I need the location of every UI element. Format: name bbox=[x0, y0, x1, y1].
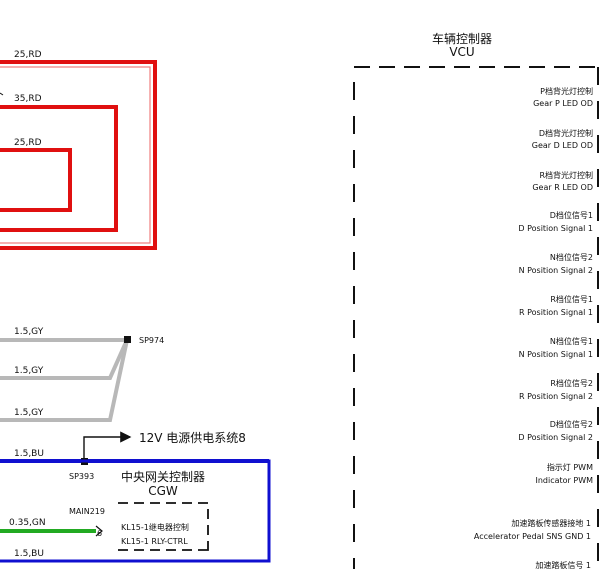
cgw-pin-label-cn: KL15-1继电器控制 bbox=[121, 522, 189, 532]
pin-6-symbol bbox=[95, 525, 103, 537]
vcu-pin-5-cn: N档位信号2 bbox=[550, 252, 593, 262]
vcu-pin-9-cn: D档位信号2 bbox=[550, 419, 593, 429]
red-wire-label-2: 35,RD bbox=[14, 94, 42, 104]
vcu-pin-6-en: R Position Signal 1 bbox=[519, 308, 593, 317]
vcu-pin-11-en: Accelerator Pedal SNS GND 1 bbox=[474, 532, 591, 541]
vcu-pin-7-en: N Position Signal 1 bbox=[519, 350, 593, 359]
cgw-pin-label-en: KL15-1 RLY-CTRL bbox=[121, 537, 188, 546]
red-wire-label-3: 25,RD bbox=[14, 138, 42, 148]
green-wire-label: 0.35,GN bbox=[9, 518, 46, 528]
red-wire-outer-inner-edge bbox=[0, 66, 151, 244]
cgw-connector-bracket bbox=[118, 502, 209, 551]
vcu-pin-4-cn: D档位信号1 bbox=[550, 210, 593, 220]
vcu-pin-12-cn: 加速踏板信号 1 bbox=[535, 560, 591, 569]
gray-wire-group bbox=[0, 338, 129, 422]
vcu-pin-7-cn: N档位信号1 bbox=[550, 336, 593, 346]
vcu-pin-1-en: Gear P LED OD bbox=[533, 99, 593, 108]
splice-sp974-dot bbox=[124, 336, 131, 343]
vcu-pin-10-en: Indicator PWM bbox=[535, 476, 593, 485]
splice-sp393-label: SP393 bbox=[69, 472, 94, 481]
vcu-pin-11-cn: 加速踏板传感器接地 1 bbox=[511, 518, 591, 528]
vcu-pin-3-en: Gear R LED OD bbox=[532, 183, 593, 192]
gray-wire-label-1: 1.5,GY bbox=[14, 327, 44, 337]
red-wire-inner bbox=[0, 148, 72, 212]
red-wire-label-1: 25,RD bbox=[14, 50, 42, 60]
red-wire-outer bbox=[0, 60, 157, 250]
vcu-pin-4-en: D Position Signal 1 bbox=[518, 224, 593, 233]
vcu-pin-8-en: R Position Signal 2 bbox=[519, 392, 593, 401]
vcu-pin-3-cn: R档背光灯控制 bbox=[539, 170, 593, 180]
gray-wire-label-3: 1.5,GY bbox=[14, 408, 44, 418]
blue-wire-bottom-label: 1.5,BU bbox=[14, 549, 44, 559]
blue-wire-top-label: 1.5,BU bbox=[14, 449, 44, 459]
vcu-pin-2-cn: D档背光灯控制 bbox=[539, 128, 593, 138]
gray-wire-2 bbox=[0, 339, 129, 380]
vcu-pin-9-en: D Position Signal 2 bbox=[518, 433, 593, 442]
red-wire-stub-mark bbox=[0, 92, 4, 96]
cgw-title-cn: 中央网关控制器 bbox=[121, 469, 205, 484]
power-supply-label: 12V 电源供电系统8 bbox=[139, 431, 246, 445]
vcu-pin-6-cn: R档位信号1 bbox=[550, 294, 593, 304]
gray-wire-label-2: 1.5,GY bbox=[14, 366, 44, 376]
red-wire-middle bbox=[0, 105, 118, 232]
splice-sp974-label: SP974 bbox=[139, 336, 164, 345]
vcu-pin-1-cn: P档背光灯控制 bbox=[540, 86, 593, 96]
vcu-pin-list: P档背光灯控制 Gear P LED OD D档背光灯控制 Gear D LED… bbox=[474, 86, 593, 569]
vcu-pin-5-en: N Position Signal 2 bbox=[519, 266, 593, 275]
vcu-pin-2-en: Gear D LED OD bbox=[532, 141, 593, 150]
vcu-pin-8-cn: R档位信号2 bbox=[550, 378, 593, 388]
red-wire-group bbox=[0, 60, 157, 250]
cgw-connector-label: MAIN219 bbox=[69, 507, 105, 516]
vcu-title-en: VCU bbox=[449, 45, 474, 59]
power-feed-line bbox=[83, 431, 132, 458]
pin-6-number: 6 bbox=[97, 529, 102, 538]
cgw-title-en: CGW bbox=[148, 484, 178, 498]
vcu-title-cn: 车辆控制器 bbox=[432, 31, 492, 46]
vcu-pin-10-cn: 指示灯 PWM bbox=[547, 462, 593, 472]
gray-wire-3 bbox=[0, 339, 129, 422]
